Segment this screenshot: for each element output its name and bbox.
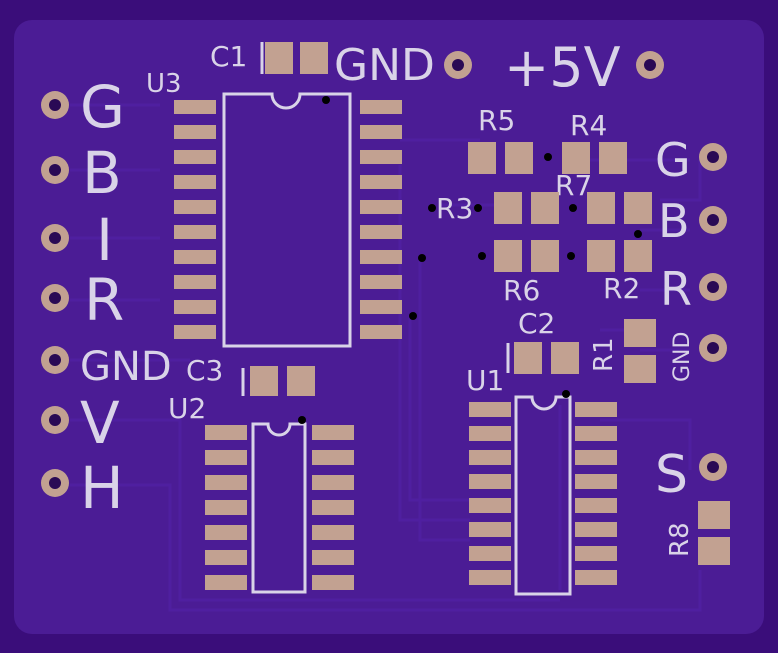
label-left-r: R [84, 266, 124, 334]
u2-right-pads [312, 425, 354, 590]
capacitor-c3 [241, 366, 315, 396]
left-pad-i [41, 224, 69, 252]
top-5v-pad [636, 51, 664, 79]
label-c1: C1 [210, 40, 247, 73]
label-left-g: G [80, 73, 125, 141]
label-u2: U2 [168, 392, 206, 425]
traces [70, 103, 702, 612]
u1-right-pads [575, 402, 617, 585]
u3-left-pads [174, 100, 216, 339]
vias [298, 96, 642, 424]
left-pad-b [41, 156, 69, 184]
right-pad-b [699, 206, 727, 234]
label-left-h: H [80, 454, 124, 522]
u3-right-pads [360, 100, 402, 339]
resistor-r7 [587, 192, 652, 224]
label-r6: R6 [503, 274, 540, 307]
label-left-b: B [82, 139, 122, 207]
label-right-g: G [655, 133, 691, 187]
label-right-b: B [658, 194, 690, 248]
label-top-gnd: GND [334, 40, 435, 91]
resistor-r6 [494, 240, 559, 272]
label-top-5v: +5V [504, 36, 621, 99]
left-pad-gnd [41, 346, 69, 374]
label-right-r: R [660, 262, 692, 316]
top-gnd-pad [444, 51, 472, 79]
capacitor-c1 [260, 42, 328, 74]
right-pad-gnd [699, 334, 727, 362]
label-left-i: I [96, 206, 113, 274]
label-r7: R7 [555, 169, 592, 202]
label-left-gnd: GND [80, 344, 172, 390]
label-c2: C2 [518, 307, 555, 340]
left-pad-g [41, 91, 69, 119]
left-connector [41, 91, 69, 497]
resistor-r3 [494, 192, 559, 224]
right-pad-s [699, 453, 727, 481]
label-u3: U3 [146, 69, 182, 99]
resistor-r2 [587, 240, 652, 272]
label-right-gnd: GND [670, 332, 695, 382]
label-r8: R8 [665, 522, 695, 557]
capacitor-c2 [506, 342, 579, 374]
right-connector [699, 143, 727, 481]
right-pad-g [699, 143, 727, 171]
left-pad-v [41, 406, 69, 434]
resistor-r4 [562, 142, 627, 174]
label-r4: R4 [570, 109, 607, 142]
resistor-r1 [624, 319, 656, 383]
u2-left-pads [205, 425, 247, 590]
ic-u2 [205, 422, 354, 594]
label-r1: R1 [589, 337, 619, 372]
u1-left-pads [469, 402, 511, 585]
label-r2: R2 [603, 272, 640, 305]
left-pad-r [41, 284, 69, 312]
ic-u1 [469, 395, 617, 596]
label-left-v: V [80, 389, 120, 457]
label-r3: R3 [436, 192, 473, 225]
right-pad-r [699, 273, 727, 301]
resistor-r8 [698, 501, 730, 565]
label-right-s: S [655, 445, 688, 505]
left-pad-h [41, 469, 69, 497]
label-c3: C3 [186, 354, 223, 387]
resistor-r5 [468, 142, 533, 174]
label-r5: R5 [478, 104, 515, 137]
ic-u3 [174, 92, 402, 348]
label-u1: U1 [466, 364, 504, 397]
